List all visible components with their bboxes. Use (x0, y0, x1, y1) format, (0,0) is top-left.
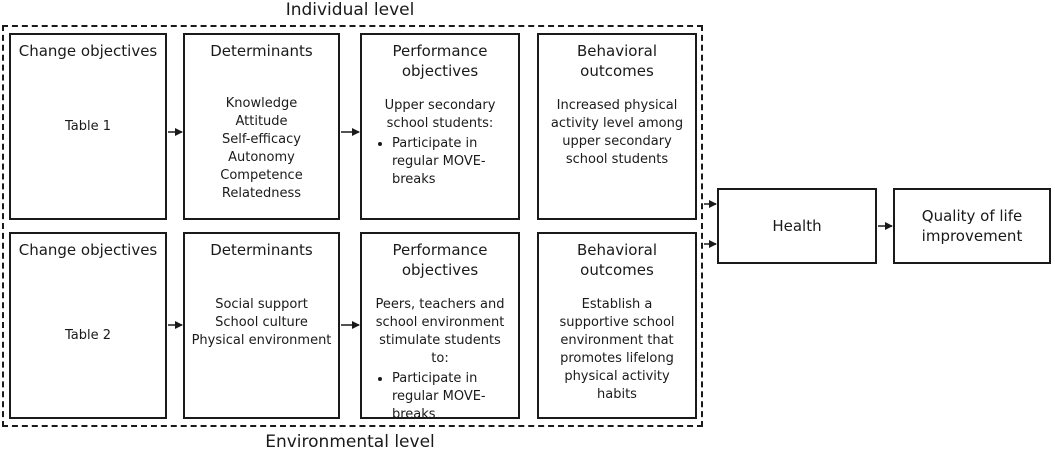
box-title: Performance objectives (392, 42, 488, 80)
box-title: Determinants (210, 241, 313, 259)
behavioral-outcomes-box-1: Behavioral outcomes Increased physical a… (537, 33, 697, 220)
performance-intro: Upper secondary school students: (384, 98, 496, 131)
determinant-list: Social support School culture Physical e… (185, 296, 338, 350)
box-body: Table 1 (64, 119, 112, 134)
behavioral-outcomes-box-2: Behavioral outcomes Establish a supporti… (537, 232, 697, 419)
determinant-item: School culture (215, 315, 308, 330)
box-title: Change objectives (18, 241, 158, 259)
behavioral-body: Increased physical activity level among … (550, 98, 684, 167)
determinant-item: Physical environment (191, 333, 332, 348)
determinant-item: Relatedness (221, 186, 302, 201)
box-body: Table 2 (64, 328, 112, 343)
performance-objectives-box-1: Performance objectives Upper secondary s… (360, 33, 520, 220)
performance-list: Participate in regular MOVE-breaks (362, 135, 518, 189)
change-objectives-box-2: Change objectives Table 2 (9, 232, 167, 419)
determinant-item: Autonomy (228, 150, 295, 165)
determinant-list: Knowledge Attitude Self-efficacy Autonom… (185, 95, 338, 203)
determinant-item: Social support (215, 297, 308, 312)
determinant-item: Knowledge (225, 96, 298, 111)
performance-bullet: Participate in regular MOVE-breaks (392, 370, 508, 424)
health-title: Health (772, 217, 822, 235)
box-title: Determinants (210, 42, 313, 60)
box-title: Behavioral outcomes (577, 241, 657, 279)
determinant-item: Attitude (235, 114, 288, 129)
health-box: Health (717, 188, 877, 264)
quality-of-life-title: Quality of life improvement (921, 207, 1023, 245)
environmental-level-label: Environmental level (265, 432, 435, 452)
determinant-item: Self-efficacy (222, 132, 301, 147)
performance-objectives-box-2: Performance objectives Peers, teachers a… (360, 232, 520, 422)
individual-level-label: Individual level (285, 0, 415, 20)
change-objectives-box-1: Change objectives Table 1 (9, 33, 167, 220)
levels-dashed-frame (2, 25, 703, 427)
performance-list: Participate in regular MOVE-breaks (362, 370, 518, 424)
performance-intro: Peers, teachers and school environment s… (375, 297, 505, 366)
performance-bullet: Participate in regular MOVE-breaks (392, 135, 508, 189)
behavioral-body: Establish a supportive school environmen… (559, 297, 675, 402)
determinant-item: Competence (220, 168, 303, 183)
box-title: Behavioral outcomes (577, 42, 657, 80)
box-title: Change objectives (18, 42, 158, 60)
determinants-box-1: Determinants Knowledge Attitude Self-eff… (183, 33, 340, 220)
determinants-box-2: Determinants Social support School cultu… (183, 232, 340, 419)
box-title: Performance objectives (392, 241, 488, 279)
quality-of-life-box: Quality of life improvement (893, 188, 1051, 264)
